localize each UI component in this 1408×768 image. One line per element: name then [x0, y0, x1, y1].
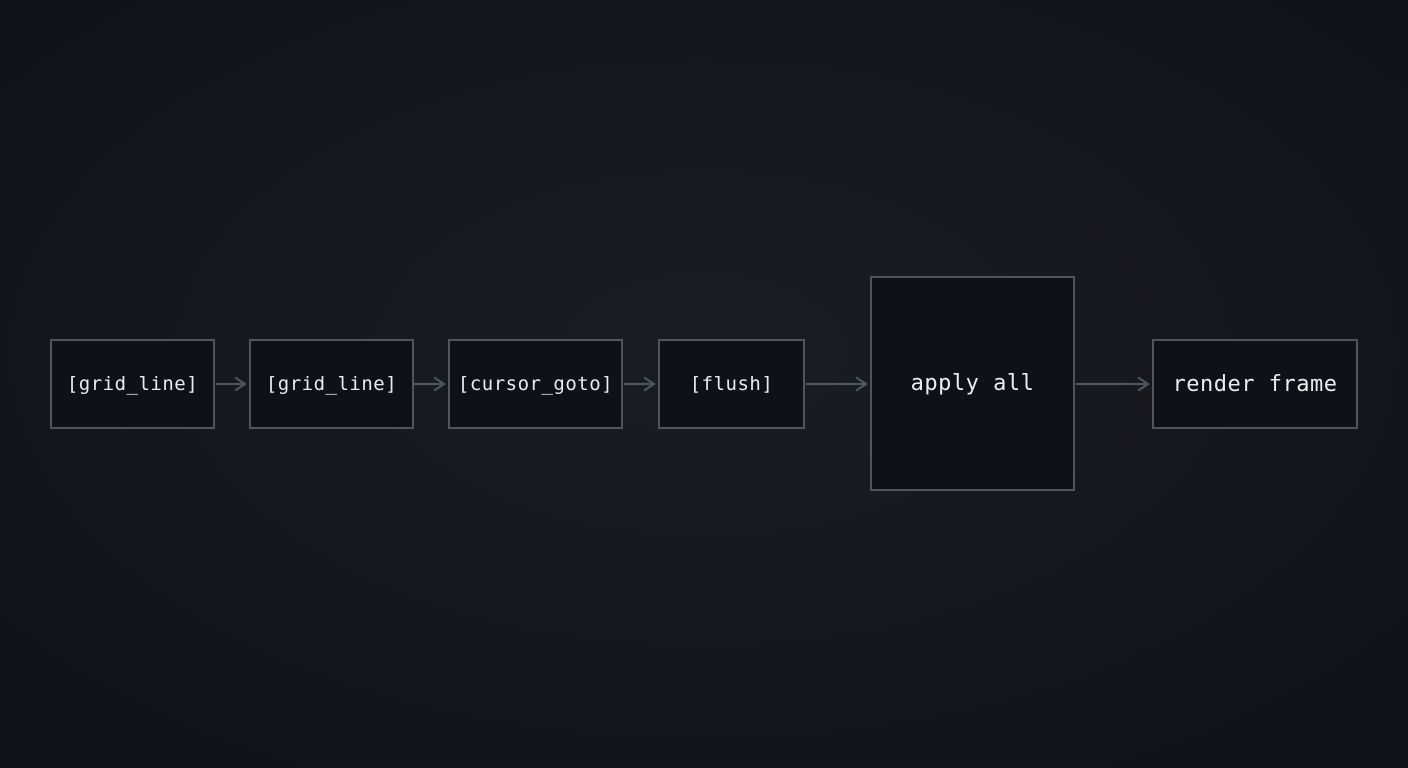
- node-grid-line-1: [grid_line]: [50, 339, 215, 429]
- node-label: [flush]: [689, 373, 774, 395]
- node-cursor-goto: [cursor_goto]: [448, 339, 623, 429]
- node-label: [grid_line]: [66, 373, 199, 395]
- node-apply-all: apply all: [870, 276, 1075, 491]
- node-render-frame: render frame: [1152, 339, 1358, 429]
- node-label: [cursor_goto]: [457, 373, 614, 395]
- node-grid-line-2: [grid_line]: [249, 339, 414, 429]
- node-label: apply all: [910, 371, 1035, 396]
- node-flush: [flush]: [658, 339, 805, 429]
- node-label: [grid_line]: [265, 373, 398, 395]
- node-label: render frame: [1172, 371, 1338, 397]
